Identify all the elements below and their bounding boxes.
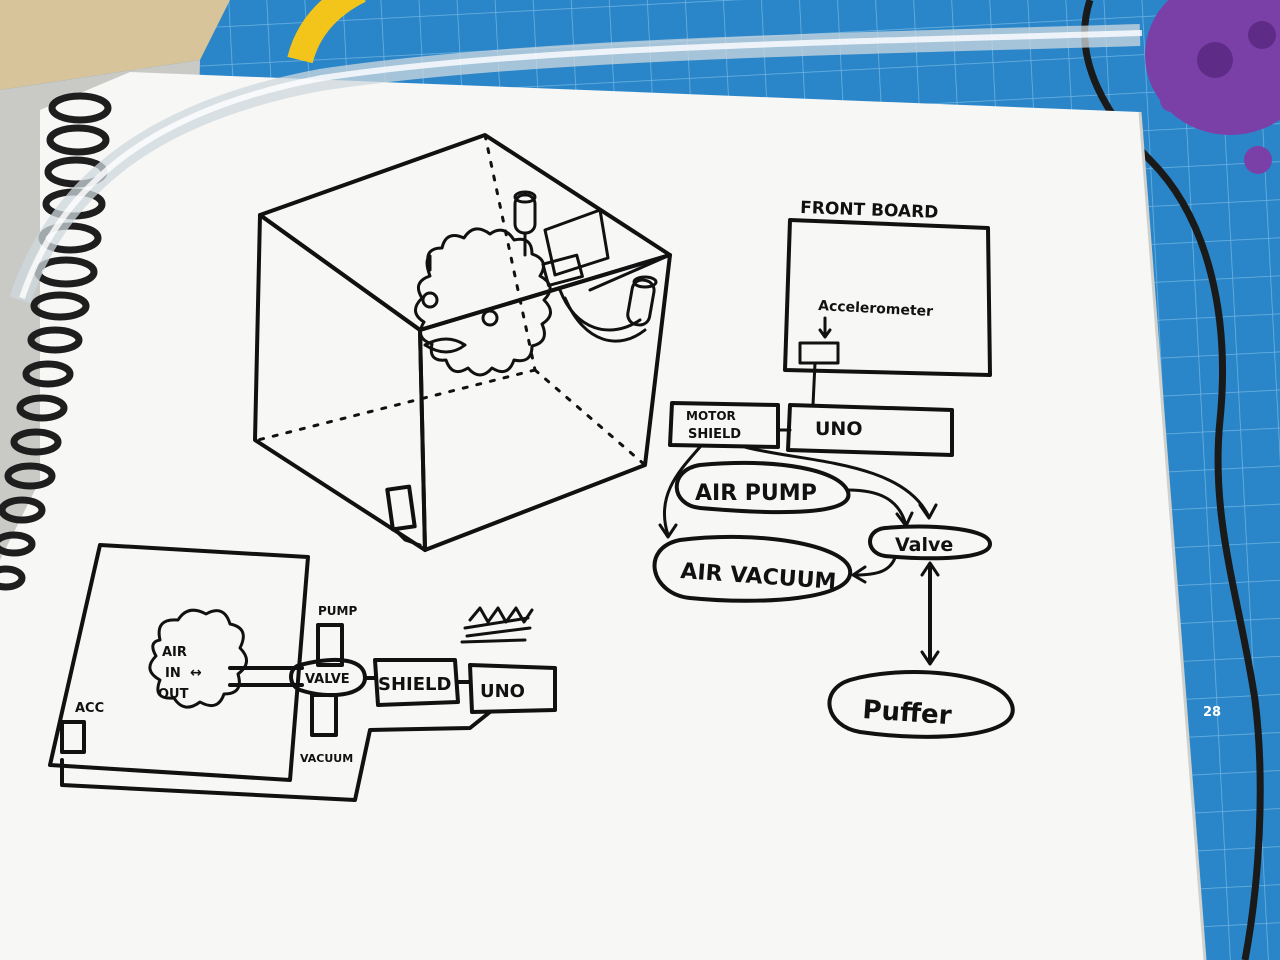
side-view-diagram: AIR IN OUT ↔ PUMP VALVE VACUUM SHIELD UN… [48, 543, 557, 802]
air-pump-pill [674, 461, 851, 515]
uno-label-top: UNO [815, 418, 862, 440]
uno-box-top [786, 403, 954, 457]
valve-label-top: Valve [895, 534, 953, 556]
wood-board [0, 0, 230, 90]
uno-label-bottom: UNO [480, 681, 525, 702]
yellow-tube-top [287, 0, 367, 64]
air-cloud [148, 608, 248, 709]
valve-pill-top [868, 524, 992, 561]
uno-box-bottom [468, 663, 557, 714]
vacuum-cylinder [310, 693, 338, 737]
valve-label-bottom: VALVE [305, 672, 350, 687]
pump-label: PUMP [318, 604, 357, 618]
clear-tube-highlight [19, 30, 1143, 299]
air-pump-label: AIR PUMP [695, 481, 817, 506]
cube-sketch [253, 133, 672, 552]
purple-toy [1145, 0, 1280, 174]
acc-chip [60, 720, 86, 754]
mat-number: 28 [1203, 705, 1221, 720]
in-out-arrow: ↔ [190, 665, 202, 681]
in-label: IN [165, 666, 181, 681]
fluffy-puffer-icon [414, 227, 552, 377]
acc-label: ACC [75, 701, 104, 716]
vacuum-label: VACUUM [300, 752, 353, 765]
scribbled-text [460, 606, 534, 644]
air-label: AIR [162, 645, 187, 660]
pump-cylinder [316, 623, 344, 667]
front-board-label: FRONT BOARD [800, 198, 939, 223]
air-vacuum-pill [652, 534, 853, 603]
shield-label-top: SHIELD [688, 427, 741, 442]
puffer-label: Puffer [862, 695, 953, 731]
motor-shield-box [668, 401, 780, 449]
out-label: OUT [158, 687, 189, 702]
accelerometer-chip [798, 341, 840, 365]
paper-edge [1138, 111, 1207, 960]
paper-sheet [0, 72, 1205, 960]
puffer-pill [827, 670, 1015, 739]
shield-label-bottom: SHIELD [378, 674, 451, 695]
motor-label: MOTOR [686, 409, 736, 423]
accelerometer-label: Accelerometer [818, 298, 934, 320]
valve-bottom-shape [289, 657, 367, 698]
enclosure-rect [48, 543, 310, 782]
shield-box-bottom [373, 658, 460, 707]
front-board-rect [783, 218, 992, 377]
